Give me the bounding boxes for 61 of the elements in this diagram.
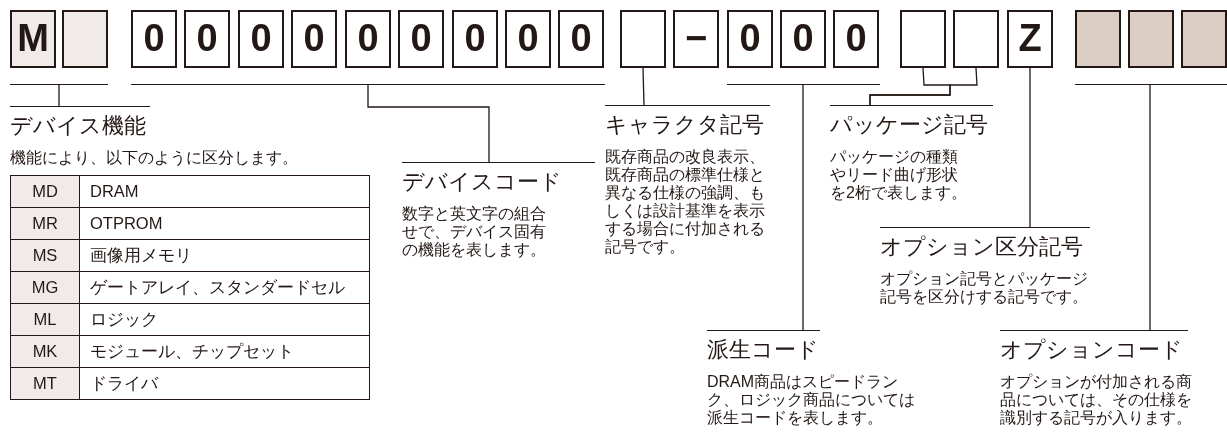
table-cell: MT	[10, 367, 80, 400]
table-cell: ロジック	[79, 303, 370, 336]
character-box: 0	[238, 10, 284, 68]
empty-box	[62, 10, 108, 68]
table-cell: ドライバ	[79, 367, 370, 400]
character-box: 0	[780, 10, 826, 68]
character-box: 0	[131, 10, 177, 68]
character-box: 0	[727, 10, 773, 68]
section-heading: オプションコード	[1000, 330, 1188, 365]
bracket-line	[1075, 84, 1227, 85]
table-cell: ML	[10, 303, 80, 336]
bracket-line	[10, 84, 108, 85]
table-cell: DRAM	[79, 175, 370, 208]
character-box: Z	[1007, 10, 1053, 68]
table-cell: モジュール、チップセット	[79, 335, 370, 368]
empty-box	[900, 10, 946, 68]
description-text: 数字と英文字の組合せで、デバイス固有の機能を表します。	[402, 205, 547, 259]
empty-box	[1128, 10, 1174, 68]
description-text: パッケージの種類やリード曲げ形状を2桁で表します。	[830, 148, 968, 202]
section-heading: キャラクタ記号	[605, 105, 770, 140]
character-box: 0	[505, 10, 551, 68]
character-box: 0	[184, 10, 230, 68]
empty-box	[620, 10, 666, 68]
character-box: −	[673, 10, 719, 68]
table-cell: MD	[10, 175, 80, 208]
character-box: 0	[558, 10, 604, 68]
character-box: 0	[291, 10, 337, 68]
section-heading: オプション区分記号	[880, 227, 1090, 262]
description-text: 既存商品の改良表示、既存商品の標準仕様と異なる仕様の強調、もしくは設計基準を表示する場合に付加される記号です。	[605, 148, 766, 256]
leader-line	[58, 83, 60, 107]
bracket-line	[131, 84, 605, 85]
table-cell: 画像用メモリ	[79, 239, 370, 272]
leader-line	[802, 83, 804, 331]
table-cell: MG	[10, 271, 80, 304]
section-heading: パッケージ記号	[830, 105, 993, 140]
section-heading: デバイスコード	[402, 162, 595, 197]
description-text: オプションが付加される商品については、その仕様を識別する記号が入ります。	[1000, 373, 1193, 427]
leader-line	[1029, 67, 1031, 228]
character-box: 0	[452, 10, 498, 68]
character-box: 0	[345, 10, 391, 68]
character-box: M	[10, 10, 56, 68]
section-heading: デバイス機能	[10, 106, 150, 141]
description-text: DRAM商品はスピードランク、ロジック商品については派生コードを表します。	[707, 373, 916, 427]
table-cell: ゲートアレイ、スタンダードセル	[79, 271, 370, 304]
empty-box	[953, 10, 999, 68]
table-cell: MS	[10, 239, 80, 272]
character-box: 0	[833, 10, 879, 68]
character-box: 0	[398, 10, 444, 68]
empty-box	[1075, 10, 1121, 68]
table-cell: MR	[10, 207, 80, 240]
description-text: オプション記号とパッケージ記号を区分けする記号です。	[880, 270, 1089, 306]
description-text: 機能により、以下のように区分します。	[10, 149, 299, 167]
table-cell: OTPROM	[79, 207, 370, 240]
section-heading: 派生コード	[707, 330, 820, 365]
leader-line	[642, 67, 645, 106]
table-cell: MK	[10, 335, 80, 368]
leader-line	[1149, 83, 1151, 331]
leader-line	[869, 67, 978, 106]
empty-box	[1181, 10, 1227, 68]
leader-line	[367, 83, 490, 163]
bracket-line	[727, 84, 880, 85]
